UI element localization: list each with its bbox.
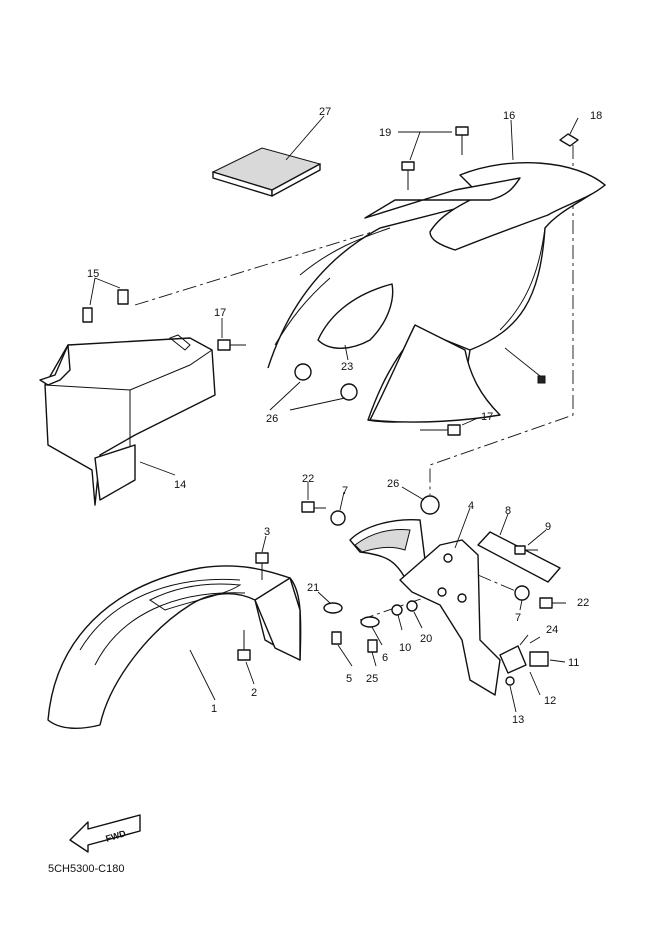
- part-11-12-13-24-light: [499, 634, 566, 713]
- part-1-front-fender: [47, 565, 302, 729]
- callout-3: 3: [264, 526, 270, 538]
- callout-27: 27: [319, 106, 331, 118]
- callout-11: 11: [568, 657, 579, 669]
- callout-23: 23: [341, 361, 353, 373]
- callout-17b: 17: [481, 411, 493, 423]
- part-4-bracket: [349, 507, 501, 696]
- part-16-rear-cowl: [267, 119, 606, 423]
- callout-24: 24: [546, 624, 558, 636]
- callout-17a: 17: [214, 307, 226, 319]
- callout-7b: 7: [515, 612, 521, 624]
- callout-22a: 22: [302, 473, 314, 485]
- callout-2: 2: [251, 687, 257, 699]
- callout-14: 14: [174, 479, 186, 491]
- callout-22b: 22: [577, 597, 589, 609]
- callout-1: 1: [211, 703, 217, 715]
- callout-26a: 26: [266, 413, 278, 425]
- fwd-arrow-icon: FWD: [69, 814, 141, 853]
- part-19-bolts: [398, 126, 469, 190]
- part-17-screws: [217, 318, 479, 436]
- part-7-22-hardware: [301, 482, 566, 611]
- callout-25: 25: [366, 673, 378, 685]
- callout-26b: 26: [387, 478, 399, 490]
- assembly-guide-lines: [134, 145, 574, 621]
- callout-4: 4: [468, 500, 474, 512]
- diagram-code: 5CH5300-C180: [48, 863, 124, 875]
- callout-8: 8: [505, 505, 511, 517]
- callout-12: 12: [544, 695, 556, 707]
- part-2-3-bolts: [237, 535, 269, 685]
- callout-labels: 27 19 16 18 15 17 23 26 17 14 22 7 26 4 …: [87, 106, 602, 726]
- callout-10: 10: [399, 642, 411, 654]
- callout-9: 9: [545, 521, 551, 533]
- part-26-grommets: [269, 363, 440, 515]
- part-15-clips: [82, 277, 129, 323]
- callout-20: 20: [420, 633, 432, 645]
- callout-18: 18: [590, 110, 602, 122]
- part-27-pad: [211, 115, 325, 197]
- callout-7a: 7: [342, 485, 348, 497]
- callout-5: 5: [346, 673, 352, 685]
- callout-16: 16: [503, 110, 515, 122]
- part-23-emblem: [317, 283, 394, 361]
- callout-19: 19: [379, 127, 391, 139]
- small-hardware: [317, 591, 423, 667]
- callout-15: 15: [87, 268, 99, 280]
- part-18-clip: [559, 117, 579, 147]
- callout-6: 6: [382, 652, 388, 664]
- callout-13: 13: [512, 714, 524, 726]
- part-8-9-plate-bracket: [477, 513, 561, 583]
- part-14-battery-box: [39, 334, 216, 506]
- callout-21: 21: [307, 582, 319, 594]
